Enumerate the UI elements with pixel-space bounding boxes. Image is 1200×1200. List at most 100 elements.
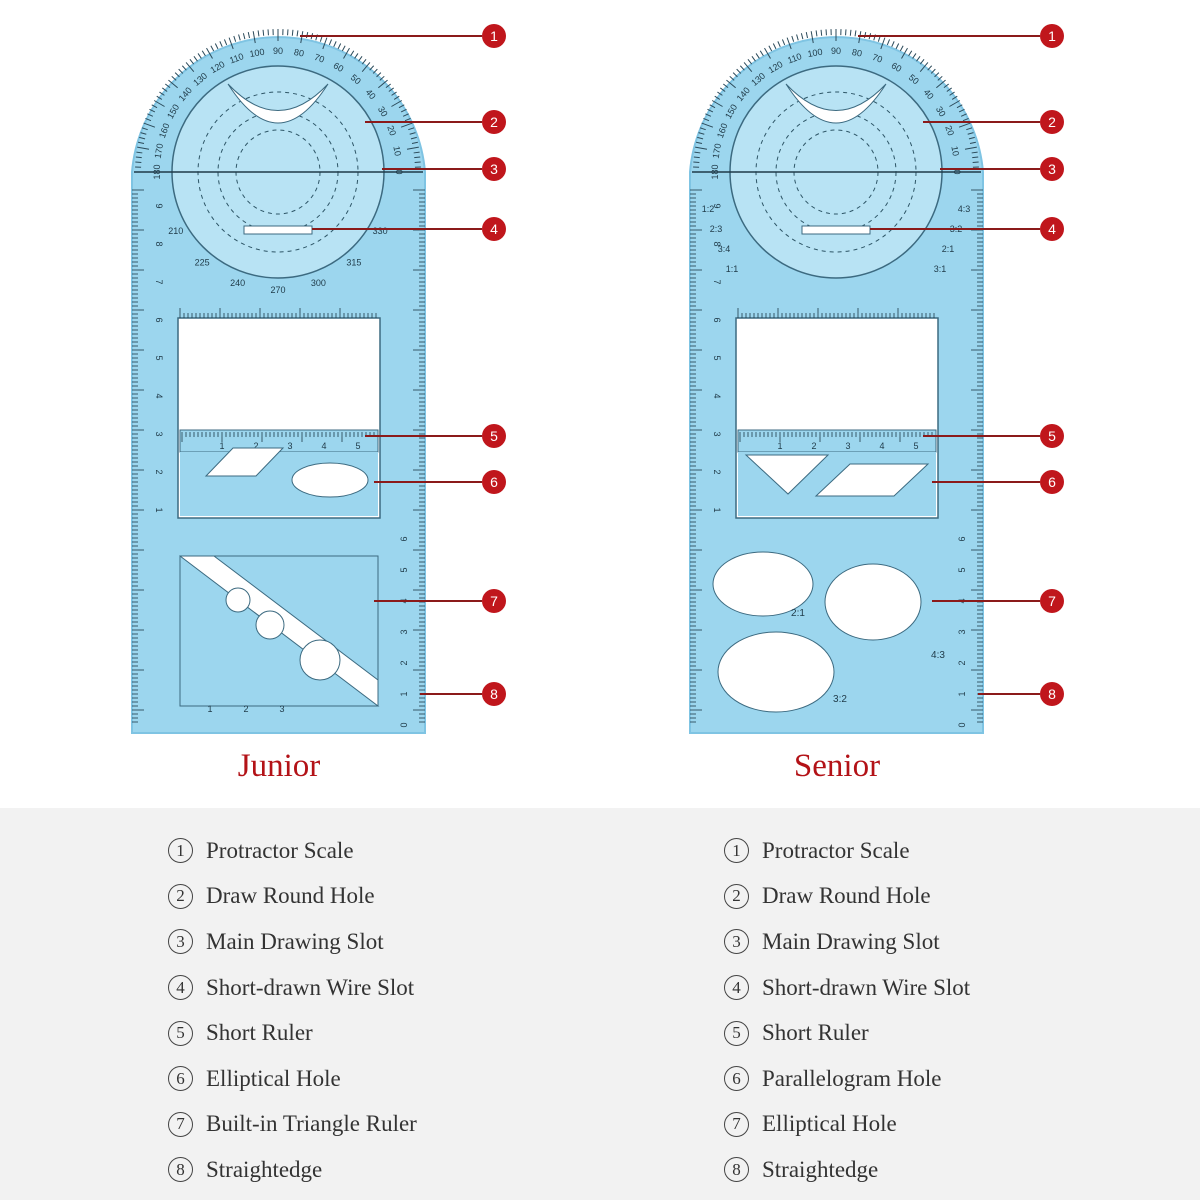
protractor-tick xyxy=(693,156,700,159)
protractor-tick xyxy=(354,53,359,59)
protractor-tick xyxy=(972,156,979,159)
protractor-tick xyxy=(937,75,943,81)
ellipse-ratio-label: 2:1 xyxy=(791,608,805,619)
junior-title: Junior xyxy=(237,748,321,784)
protractor-tick xyxy=(949,100,961,107)
ratio-label: 3:1 xyxy=(934,264,947,274)
callout-number: 7 xyxy=(490,593,498,609)
protractor-tick xyxy=(337,43,342,50)
lower-scale-number: 210 xyxy=(168,226,183,236)
legend-label: Short-drawn Wire Slot xyxy=(206,974,415,1000)
protractor-tick xyxy=(786,37,792,50)
protractor-tick xyxy=(247,32,251,39)
elliptical-hole-4-3 xyxy=(824,563,922,641)
protractor-number: 50 xyxy=(349,72,363,86)
protractor-tick xyxy=(772,43,777,50)
side-ruler-number: 6 xyxy=(712,317,722,322)
side-ruler-number: 2 xyxy=(712,469,722,474)
callout-number: 4 xyxy=(1048,221,1056,237)
straightedge-number: 0 xyxy=(399,722,409,727)
protractor-tick xyxy=(958,108,965,113)
legend-label: Parallelogram Hole xyxy=(762,1065,942,1091)
callout-badge xyxy=(482,157,506,181)
ratio-label: 4:3 xyxy=(958,204,971,214)
side-ruler-number: 8 xyxy=(154,241,164,246)
protractor-tick xyxy=(391,91,397,96)
protractor-tick xyxy=(694,151,701,154)
callout-badge xyxy=(1040,682,1064,706)
protractor-number: 160 xyxy=(157,122,172,140)
protractor-tick xyxy=(141,127,148,131)
straightedge-number: 6 xyxy=(399,536,409,541)
short-ruler-number: 4 xyxy=(879,441,884,451)
triangle-bottom-scale xyxy=(186,690,298,702)
protractor-number: 170 xyxy=(153,143,165,160)
legend-item: 4 Short-drawn Wire Slot xyxy=(168,965,417,1011)
protractor-tick xyxy=(946,87,952,92)
callout-number: 8 xyxy=(490,686,498,702)
protractor-tick xyxy=(755,53,760,59)
legend-number: 4 xyxy=(168,975,193,1001)
legend-number: 4 xyxy=(724,975,749,1001)
protractor-tick xyxy=(137,146,150,150)
protractor-tick xyxy=(695,146,708,150)
protractor-tick xyxy=(815,30,818,37)
elliptical-hole-3-2 xyxy=(717,631,835,713)
legend-number: 8 xyxy=(168,1157,193,1183)
protractor-number: 10 xyxy=(949,145,961,157)
protractor-tick xyxy=(796,34,799,41)
lower-scale-number: 315 xyxy=(346,257,361,267)
legend-label: Draw Round Hole xyxy=(206,883,375,909)
straightedge-number: 5 xyxy=(399,567,409,572)
callout-badge xyxy=(482,424,506,448)
protractor-tick xyxy=(238,34,241,41)
protractor-tick xyxy=(729,75,735,81)
protractor-tick xyxy=(197,53,202,59)
callout-badge xyxy=(1040,589,1064,613)
protractor-tick xyxy=(958,122,971,128)
parallelogram-hole xyxy=(814,463,930,497)
protractor-tick xyxy=(219,41,223,48)
protractor-tick xyxy=(145,117,152,122)
protractor-tick xyxy=(350,50,355,57)
protractor-tick xyxy=(943,83,949,89)
protractor-number: 70 xyxy=(313,52,326,65)
protractor-tick xyxy=(328,39,333,46)
ratio-label: 2:1 xyxy=(942,244,955,254)
protractor-tick xyxy=(705,113,712,117)
protractor-tick xyxy=(378,79,388,89)
callout-number: 3 xyxy=(490,161,498,177)
protractor-tick xyxy=(343,47,350,59)
protractor-tick xyxy=(400,108,407,113)
legend-number: 5 xyxy=(724,1020,749,1046)
callout-badge xyxy=(482,217,506,241)
protractor-number: 60 xyxy=(890,60,904,74)
triangle-ruler-number: 1 xyxy=(207,704,212,714)
protractor-tick xyxy=(201,50,206,57)
protractor-tick xyxy=(358,56,363,62)
protractor-tick xyxy=(751,56,756,62)
protractor-tick xyxy=(967,132,974,135)
protractor-tick xyxy=(966,127,973,131)
lower-scale-number: 225 xyxy=(195,257,210,267)
protractor-tick xyxy=(714,95,721,100)
short-ruler-number: 1 xyxy=(777,441,782,451)
protractor-tick xyxy=(697,136,704,140)
protractor-tick xyxy=(178,68,184,74)
short-ruler-number: 5 xyxy=(913,441,918,451)
legend-number: 2 xyxy=(724,883,749,909)
short-wire-slot xyxy=(243,225,313,235)
legend-number: 8 xyxy=(724,1157,749,1183)
side-ruler-number: 5 xyxy=(154,355,164,360)
protractor-tick xyxy=(759,50,764,57)
protractor-tick xyxy=(743,62,753,72)
protractor-tick xyxy=(257,30,260,37)
short-ruler-number: 1 xyxy=(219,441,224,451)
callout-number: 2 xyxy=(1048,114,1056,130)
protractor-tick xyxy=(895,43,900,50)
protractor-number: 20 xyxy=(385,124,398,137)
